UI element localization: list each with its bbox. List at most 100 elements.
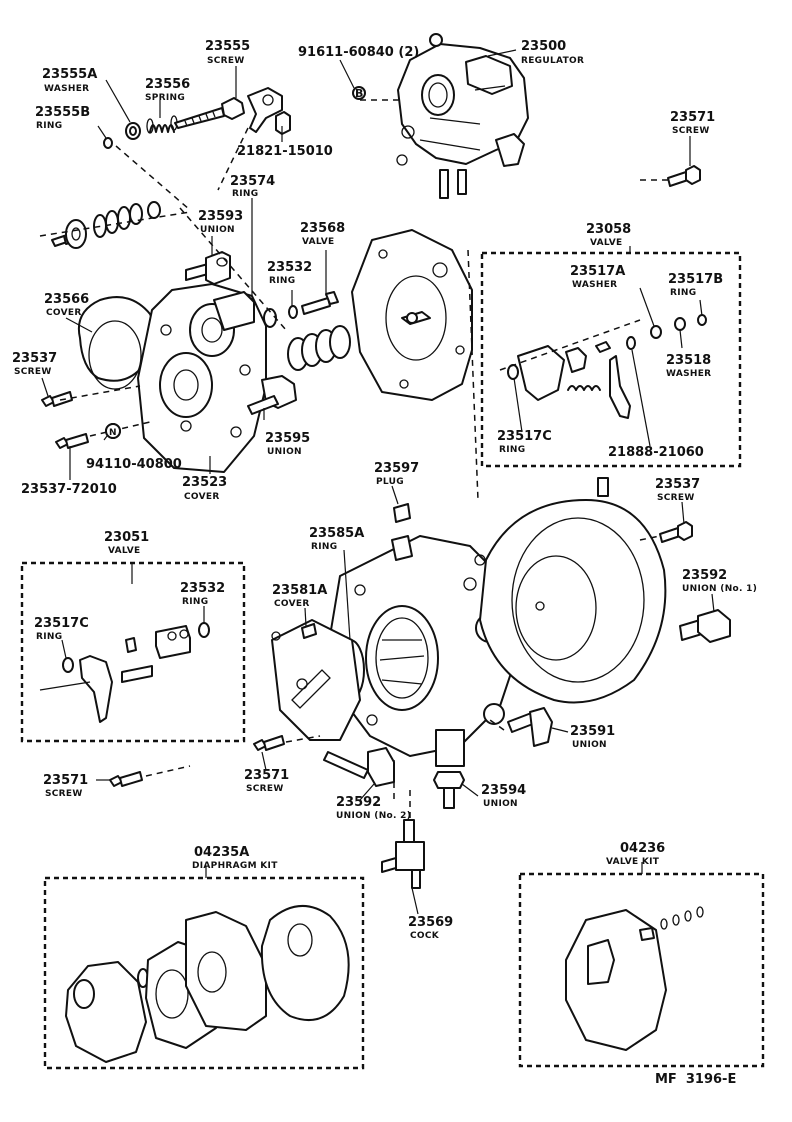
svg-text:VALVE KIT: VALVE KIT (606, 857, 660, 867)
svg-text:23597: 23597 (374, 461, 419, 476)
label-91611: 91611-60840 (2) B (298, 45, 419, 100)
union-23591-part (507, 707, 553, 747)
label-23597: 23597 PLUG (374, 461, 419, 487)
screw-23571c-part (253, 735, 285, 751)
label-23595: 23595 UNION (265, 431, 310, 457)
svg-text:23058: 23058 (586, 222, 631, 237)
label-23523: 23523 COVER (182, 475, 227, 502)
svg-text:23566: 23566 (44, 292, 89, 307)
svg-text:23568: 23568 (300, 221, 345, 236)
label-23537a: 23537 SCREW (12, 351, 57, 377)
svg-text:23569: 23569 (408, 915, 453, 930)
svg-text:23517C: 23517C (34, 616, 89, 631)
label-04236: 04236 VALVE KIT (606, 841, 665, 867)
spring-middle-part (287, 325, 351, 371)
svg-text:SCREW: SCREW (672, 126, 710, 136)
svg-text:SCREW: SCREW (246, 784, 284, 794)
svg-text:SCREW: SCREW (657, 493, 695, 503)
union-23592b-part (323, 747, 395, 787)
screw-23571a-part (667, 165, 701, 187)
union-23594-part (433, 771, 465, 809)
svg-text:23555A: 23555A (42, 67, 97, 82)
svg-text:DIAPHRAGM KIT: DIAPHRAGM KIT (192, 861, 278, 871)
svg-text:23532: 23532 (180, 581, 225, 596)
label-23532a: 23532 RING (267, 260, 312, 286)
valve-kit-parts (565, 906, 704, 1051)
label-23555: 23555 SCREW (205, 39, 250, 66)
svg-text:VALVE: VALVE (590, 238, 622, 248)
svg-text:21821-15010: 21821-15010 (237, 144, 333, 159)
ring-23532b-part (198, 622, 210, 638)
housing-23523-part (137, 283, 267, 473)
svg-text:RING: RING (232, 189, 258, 199)
screw-23537c-part (659, 521, 693, 543)
ring-23532a-part (288, 305, 298, 319)
svg-text:04236: 04236 (620, 841, 665, 856)
label-23555b: 23555B RING (35, 105, 90, 131)
label-23537b: 23537-72010 (21, 482, 117, 497)
svg-text:UNION: UNION (200, 225, 235, 235)
label-23517a: 23517A WASHER (570, 264, 625, 290)
svg-text:23532: 23532 (267, 260, 312, 275)
plug-23597-part (393, 503, 411, 523)
label-23537c: 23537 SCREW (655, 477, 700, 503)
svg-text:UNION (No. 1): UNION (No. 1) (682, 584, 757, 594)
union-23593-part (185, 251, 231, 285)
svg-text:23574: 23574 (230, 174, 275, 189)
ring-23517c-left-part (62, 657, 74, 673)
diaphragm-kit-parts (65, 904, 350, 1063)
svg-text:23537: 23537 (655, 477, 700, 492)
svg-text:23555B: 23555B (35, 105, 90, 120)
svg-text:N: N (109, 428, 117, 438)
label-23517c-right: 23517C RING (497, 429, 552, 455)
svg-text:23571: 23571 (244, 768, 289, 783)
svg-text:RING: RING (499, 445, 525, 455)
svg-text:23523: 23523 (182, 475, 227, 490)
label-23566: 23566 COVER (44, 292, 89, 318)
valve-23051-box (20, 561, 246, 743)
svg-text:23592: 23592 (336, 795, 381, 810)
svg-text:RING: RING (182, 597, 208, 607)
svg-text:REGULATOR: REGULATOR (521, 56, 584, 66)
bracket-21821-part (247, 87, 291, 135)
svg-text:23556: 23556 (145, 77, 190, 92)
svg-text:UNION: UNION (572, 740, 607, 750)
svg-text:SCREW: SCREW (207, 56, 245, 66)
svg-text:23571: 23571 (43, 773, 88, 788)
svg-text:SCREW: SCREW (14, 367, 52, 377)
svg-text:21888-21060: 21888-21060 (608, 445, 704, 460)
label-23585a: 23585A RING (309, 526, 364, 552)
svg-text:COVER: COVER (274, 599, 310, 609)
ring-23517b-part (697, 314, 707, 326)
svg-text:COVER: COVER (46, 308, 82, 318)
svg-text:UNION: UNION (267, 447, 302, 457)
washer-23555a-part (125, 122, 141, 140)
svg-text:23500: 23500 (521, 39, 566, 54)
label-23518: 23518 WASHER (666, 353, 711, 379)
svg-text:23571: 23571 (670, 110, 715, 125)
svg-text:23585A: 23585A (309, 526, 364, 541)
valve-23051-part (39, 625, 191, 723)
assembly-lines (39, 99, 668, 820)
label-23581a: 23581A COVER (272, 583, 327, 609)
gasket-center-part (351, 229, 473, 401)
svg-text:MF 3196-E: MF 3196-E (655, 1072, 736, 1087)
screw-23555-part (174, 97, 245, 129)
svg-text:23537-72010: 23537-72010 (21, 482, 117, 497)
label-23574: 23574 RING (230, 174, 275, 199)
spring-left-part (93, 201, 161, 238)
svg-text:23517C: 23517C (497, 429, 552, 444)
svg-text:23517A: 23517A (570, 264, 625, 279)
svg-text:23591: 23591 (570, 724, 615, 739)
valve-23058-box (480, 251, 742, 468)
svg-text:COVER: COVER (184, 492, 220, 502)
valve-23058-part (517, 341, 631, 419)
label-23556: 23556 SPRING (145, 77, 190, 103)
ring-23517c-right-part (507, 364, 519, 380)
svg-text:PLUG: PLUG (376, 477, 404, 487)
union-23592a-part (679, 609, 731, 643)
svg-text:SPRING: SPRING (145, 93, 185, 103)
svg-text:B: B (355, 87, 363, 100)
screw-23571b-part (109, 771, 143, 787)
